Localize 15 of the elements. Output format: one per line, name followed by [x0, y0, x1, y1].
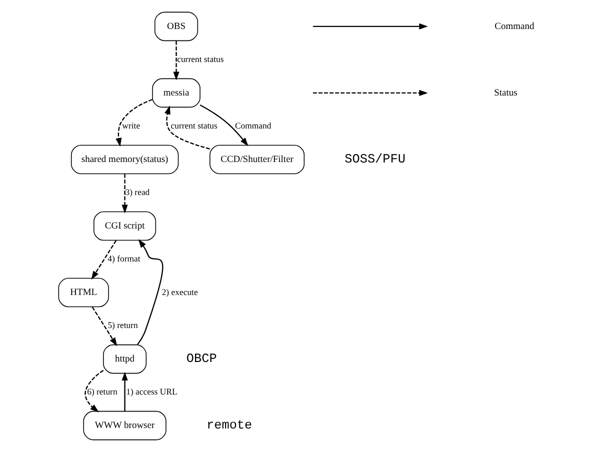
edge-label: 5) return: [107, 320, 138, 330]
label: remote: [206, 417, 252, 432]
legend-label: Command: [494, 21, 534, 32]
edge-label: 2) execute: [161, 286, 198, 296]
edge-label: 6) return: [86, 386, 117, 396]
edge-label: 3) read: [124, 186, 150, 196]
legend-label: Status: [494, 88, 517, 98]
edge-label: 4) format: [107, 252, 140, 263]
label: SOSS/PFU: [344, 150, 405, 166]
edge-label: current status: [176, 53, 224, 64]
edge-label: 1) access URL: [126, 386, 177, 396]
edge-label: write: [122, 120, 140, 130]
label: OBCP: [186, 350, 216, 366]
edge-label: Command: [234, 120, 271, 130]
edge-label: current status: [170, 120, 217, 130]
